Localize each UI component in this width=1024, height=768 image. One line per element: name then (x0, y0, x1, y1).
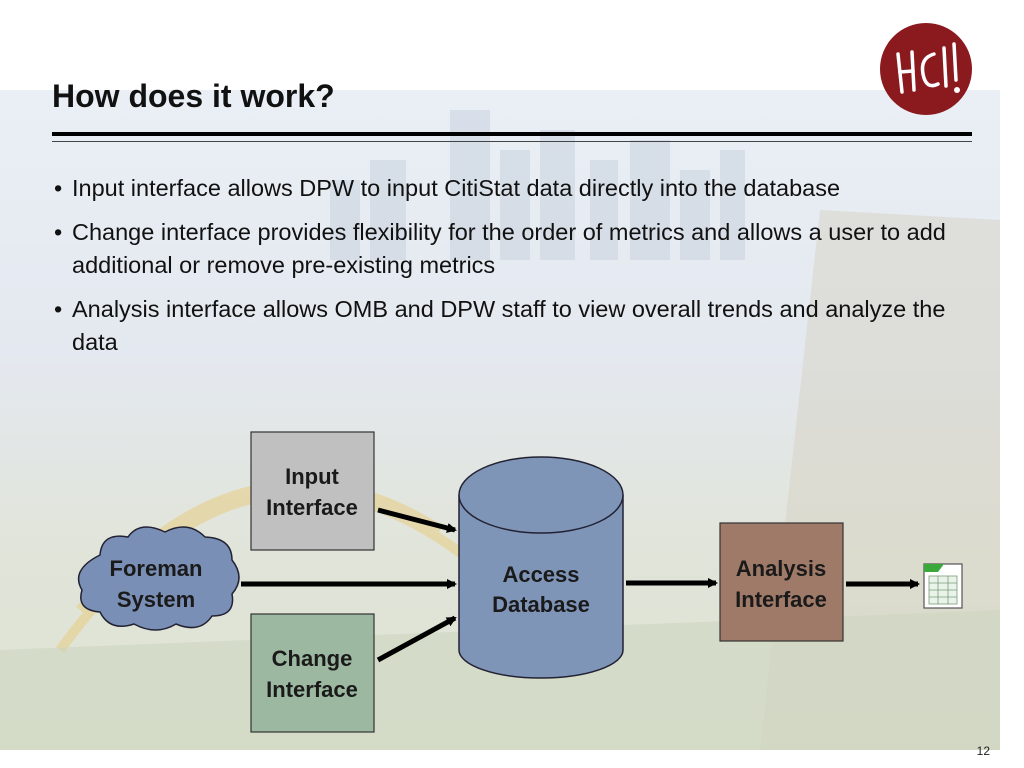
change-interface-label-line1: Change (272, 646, 353, 671)
title-divider-thick (52, 132, 972, 136)
arrow-input-to-database (377, 507, 457, 533)
bullet-item: •Analysis interface allows OMB and DPW s… (54, 296, 946, 355)
access-database-node: Access Database (458, 456, 624, 679)
input-interface-node: Input Interface (250, 431, 375, 551)
analysis-interface-label-line1: Analysis (736, 556, 827, 581)
bullet-text: Change interface provides flexibility fo… (72, 219, 946, 278)
foreman-system-label-line1: Foreman (110, 556, 203, 581)
change-interface-node: Change Interface (250, 613, 375, 733)
analysis-interface-label-line2: Interface (735, 587, 827, 612)
analysis-interface-node: Analysis Interface (719, 522, 844, 642)
bullet-text: Analysis interface allows OMB and DPW st… (72, 296, 946, 355)
page-number: 12 (976, 744, 990, 758)
access-database-label-line1: Access (502, 562, 579, 587)
access-database-label-line2: Database (492, 592, 590, 617)
bullet-list: •Input interface allows DPW to input Cit… (52, 172, 972, 370)
bullet-item: •Input interface allows DPW to input Cit… (54, 175, 841, 201)
foreman-system-node: Foreman System (77, 526, 240, 631)
spreadsheet-icon (923, 563, 963, 609)
bullet-text: Input interface allows DPW to input Citi… (72, 175, 841, 201)
bullet-item: •Change interface provides flexibility f… (54, 219, 946, 278)
slide-title: How does it work? (52, 78, 335, 114)
change-interface-label-line2: Interface (266, 677, 358, 702)
input-interface-label-line2: Interface (266, 495, 358, 520)
arrow-change-to-database (376, 615, 457, 663)
input-interface-label-line1: Input (285, 464, 339, 489)
title-divider-thin (52, 141, 972, 142)
foreman-system-label-line2: System (117, 587, 195, 612)
hcii-logo (880, 23, 972, 115)
